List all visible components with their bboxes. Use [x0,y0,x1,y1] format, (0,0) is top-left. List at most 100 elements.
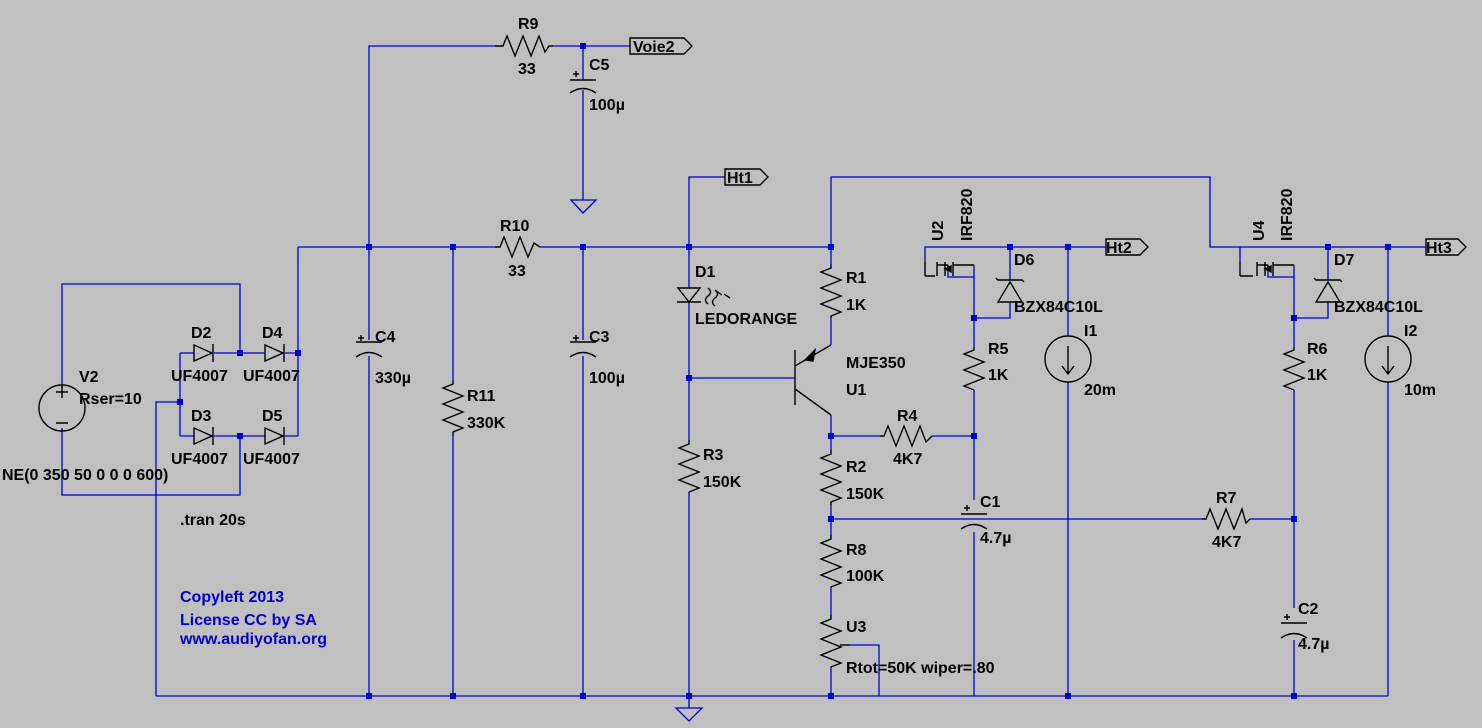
current-source-i1[interactable] [1044,335,1092,383]
d3-value: UF4007 [171,451,228,468]
c4-name: C4 [375,329,396,346]
c3-name: C3 [589,329,610,346]
net-label-voie2-text: Voie2 [633,39,675,56]
r9-name: R9 [518,16,539,33]
capacitor-c4[interactable] [355,335,383,358]
v2-name: V2 [79,369,99,386]
resistor-r6[interactable] [1282,347,1306,391]
d4-value: UF4007 [243,368,300,385]
r2-name: R2 [846,459,867,476]
u2-value: IRF820 [959,188,976,241]
resistor-r5[interactable] [962,347,986,391]
d5-value: UF4007 [243,451,300,468]
wires [61,45,1426,708]
resistor-r3[interactable] [677,440,701,493]
u1-value: MJE350 [846,355,906,372]
d2-name: D2 [191,325,212,342]
resistor-r8[interactable] [819,535,843,588]
junctions [177,43,1391,699]
ground-symbol-c5 [569,199,598,214]
d6-name: D6 [1014,252,1035,269]
capacitor-c2[interactable] [1280,614,1308,639]
r10-value: 33 [508,263,526,280]
u3-name: U3 [846,619,867,636]
c1-name: C1 [980,494,1001,511]
zener-diode-d7[interactable] [1313,277,1343,303]
resistor-r2[interactable] [819,450,843,505]
u3-value: Rtot=50K wiper=.80 [846,660,995,677]
c5-name: C5 [589,57,610,74]
r7-name: R7 [1216,490,1237,507]
resistor-r4[interactable] [880,424,933,448]
mosfet-u2[interactable] [924,262,974,277]
r3-value: 150K [703,474,742,491]
c2-value: 4.7µ [1298,636,1329,653]
r10-name: R10 [500,218,529,235]
r7-value: 4K7 [1212,534,1241,551]
diode-d3[interactable] [193,426,214,446]
net-label-ht3[interactable]: Ht3 [1425,238,1467,257]
diode-d2[interactable] [193,343,214,363]
current-source-i2[interactable] [1364,335,1412,383]
diode-d4[interactable] [264,343,285,363]
r5-value: 1K [988,367,1009,384]
resistor-r1[interactable] [819,265,843,318]
c2-name: C2 [1298,601,1319,618]
i2-value: 10m [1404,382,1436,399]
d6-value: BZX84C10L [1014,299,1103,316]
r6-value: 1K [1307,367,1328,384]
d4-name: D4 [262,325,283,342]
r3-name: R3 [703,447,724,464]
zener-diode-d6[interactable] [995,277,1025,303]
c5-value: 100µ [589,97,625,114]
r4-value: 4K7 [893,451,922,468]
v2-value: Rser=10 [79,391,142,408]
ground-symbol-main [674,707,704,722]
d7-name: D7 [1334,252,1355,269]
r5-name: R5 [988,341,1009,358]
d7-value: BZX84C10L [1334,299,1423,316]
r1-value: 1K [846,297,867,314]
diode-d5[interactable] [264,426,285,446]
c3-value: 100µ [589,370,625,387]
r1-name: R1 [846,270,867,287]
copyright-comment: Copyleft 2013 License CC by SA www.audiy… [179,589,327,648]
d1-name: D1 [695,264,716,281]
i2-name: I2 [1404,323,1417,340]
capacitor-c3[interactable] [569,335,597,358]
c4-value: 330µ [375,370,411,387]
d3-name: D3 [191,408,212,425]
resistor-r11[interactable] [441,380,465,436]
v2-spec: NE(0 350 50 0 0 0 600) [2,467,168,484]
copyright-line-2: License CC by SA [180,612,317,629]
d2-value: UF4007 [171,368,228,385]
net-label-ht1[interactable]: Ht1 [724,168,769,187]
net-label-ht1-text: Ht1 [727,170,753,187]
u2-name: U2 [930,220,947,241]
d1-value: LEDORANGE [695,311,798,328]
capacitor-c5[interactable] [569,71,597,94]
potentiometer-u3[interactable] [819,615,850,668]
capacitor-c1[interactable] [960,505,988,530]
r8-name: R8 [846,542,867,559]
u4-value: IRF820 [1279,188,1296,241]
mosfet-u4[interactable] [1239,262,1294,277]
transistor-u1[interactable] [794,344,832,416]
r4-name: R4 [897,408,918,425]
resistor-r7[interactable] [1202,506,1251,531]
net-label-ht3-text: Ht3 [1426,240,1452,257]
copyright-line-3: www.audiyofan.org [179,631,327,648]
u1-name: U1 [846,382,867,399]
net-label-ht2[interactable]: Ht2 [1105,238,1149,257]
v2-voltage-source[interactable] [38,384,86,432]
net-label-ht2-text: Ht2 [1106,240,1132,257]
led-d1[interactable] [676,287,731,307]
net-label-voie2[interactable]: Voie2 [629,37,693,56]
resistor-r9[interactable] [495,34,553,58]
r11-name: R11 [467,388,496,405]
copyright-line-1: Copyleft 2013 [180,589,284,606]
resistor-r10[interactable] [495,235,541,259]
r6-name: R6 [1307,341,1328,358]
r2-value: 150K [846,486,885,503]
